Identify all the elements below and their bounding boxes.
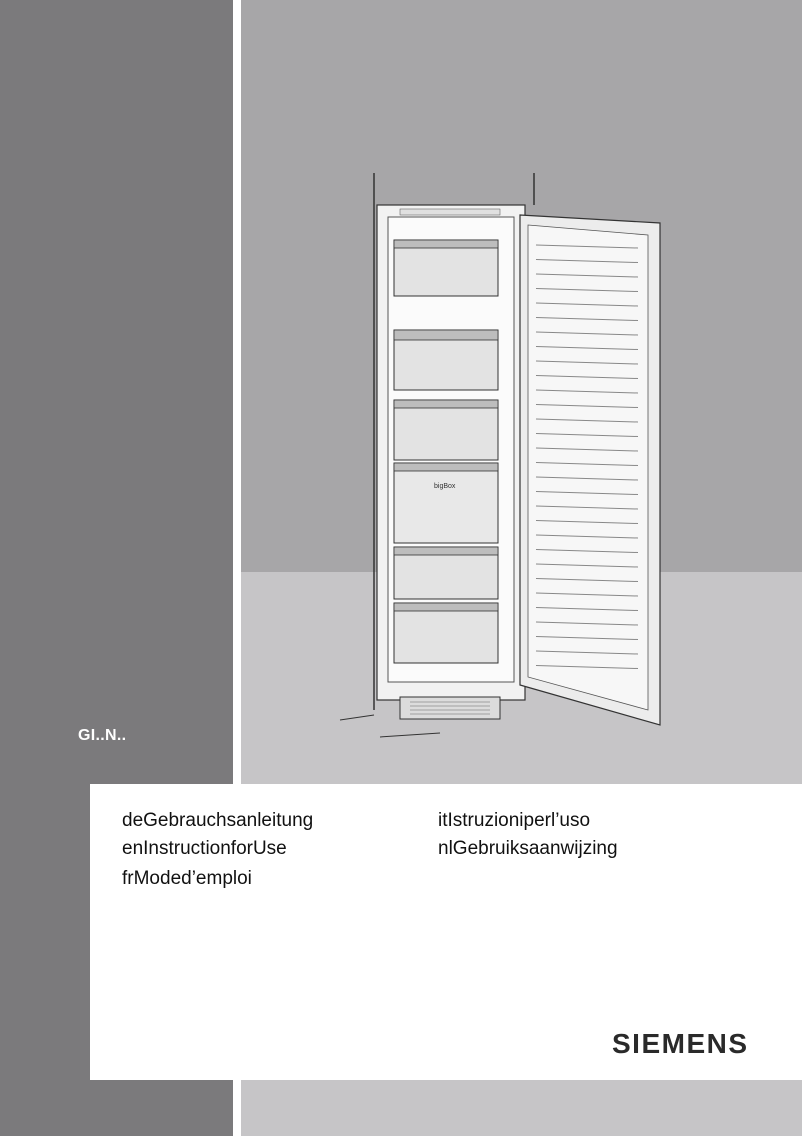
door-rib [535, 433, 639, 437]
door-rib [535, 259, 639, 263]
language-entry-nl: nlGebruiksaanwijzing [438, 838, 618, 860]
language-entry-fr: frModed’emploi [122, 868, 252, 890]
door-rib [535, 288, 639, 292]
language-title: InstructionforUse [143, 838, 287, 859]
door-rib [535, 404, 639, 408]
door-rib [535, 302, 639, 307]
language-code: fr [122, 868, 134, 889]
bigbox-label: bigBox [434, 483, 456, 490]
door-rib [535, 592, 639, 597]
door-rib [535, 244, 639, 249]
language-title: Istruzioniperl’uso [447, 810, 591, 831]
door-rib [535, 636, 639, 640]
language-code: en [122, 838, 144, 859]
brand-logo: SIEMENS [612, 1028, 749, 1059]
footer-band-right [241, 1080, 802, 1136]
door-rib [535, 317, 639, 321]
left-color-band [0, 0, 233, 784]
door-rib [535, 665, 639, 669]
door-rib [535, 462, 639, 466]
bottom-left-band [0, 784, 73, 1136]
door-rib [535, 621, 639, 626]
language-entry-en: enInstructionforUse [122, 838, 287, 860]
door-rib [535, 389, 639, 394]
door-rib [535, 360, 639, 365]
model-number: GI..N.. [78, 727, 127, 744]
door-rib [535, 549, 639, 553]
language-title: Moded’emploi [133, 868, 252, 889]
door-rib [535, 447, 639, 452]
language-code: it [438, 810, 448, 831]
door-rib [535, 418, 639, 423]
vertical-accent-bar [73, 784, 90, 1080]
language-entry-de: deGebrauchsanleitung [122, 810, 313, 832]
door-rib [535, 505, 639, 510]
door-rib [535, 534, 639, 539]
door-rib [535, 650, 639, 655]
door-rib [535, 273, 639, 278]
language-code: nl [438, 838, 453, 859]
language-title: Gebrauchsanleitung [143, 810, 314, 831]
language-code: de [122, 810, 144, 831]
door-rib [535, 476, 639, 481]
language-entry-it: itIstruzioniperl’uso [438, 810, 590, 832]
door-rib [535, 520, 639, 524]
white-divider-stripe [233, 0, 241, 784]
freezer-illustration: bigBox [339, 173, 661, 738]
door-rib [535, 578, 639, 582]
footer-band-stripe [233, 1080, 241, 1136]
door-rib [535, 607, 639, 611]
door-rib [535, 346, 639, 350]
footer-band-left [0, 1080, 233, 1136]
door-rib [535, 563, 639, 568]
door-rib [535, 375, 639, 379]
door-rib [535, 491, 639, 495]
door-rib [535, 331, 639, 336]
language-title: Gebruiksaanwijzing [452, 838, 618, 859]
